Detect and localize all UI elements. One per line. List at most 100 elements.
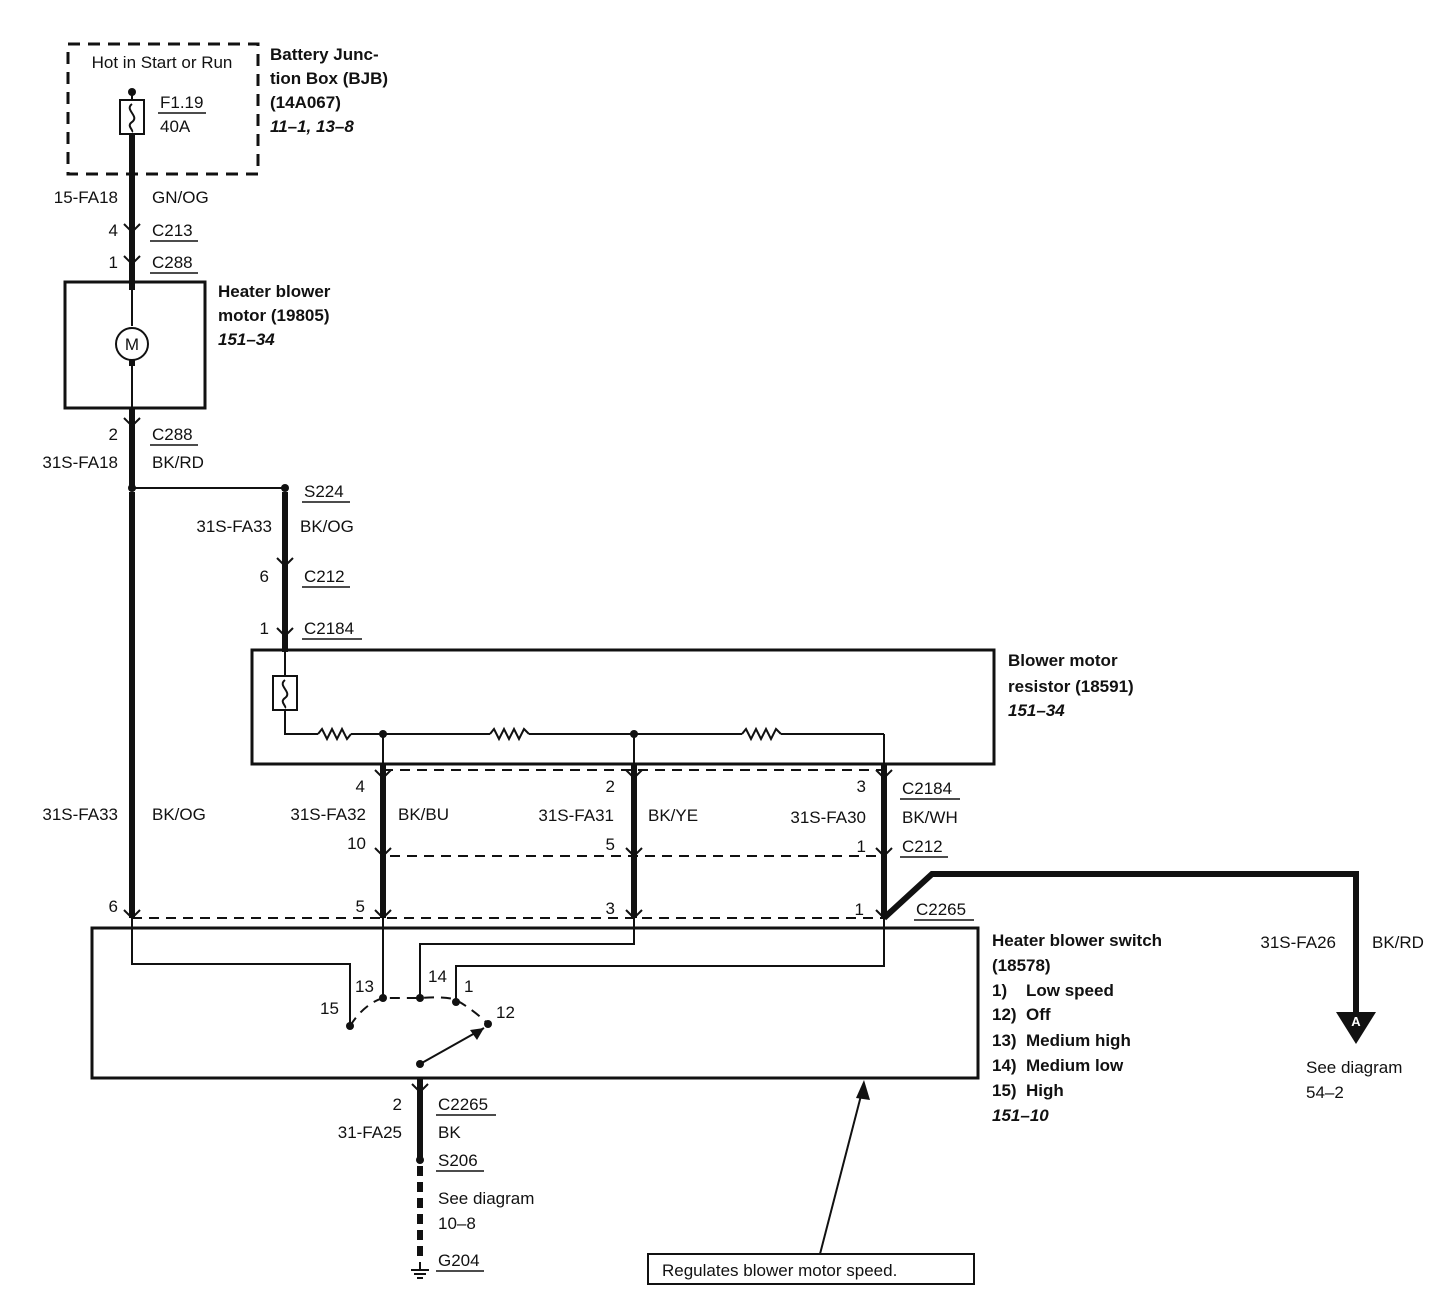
blower-motor-resistor [250,648,996,766]
connector-arrow-icon [123,255,141,266]
connector-pin: 3 [606,899,615,918]
callout-box [647,1253,975,1285]
motor-ref: 151–34 [218,330,275,349]
wire-circuit-label: 31S-FA33 [196,517,272,536]
connector-arrow-icon [875,847,893,858]
connector-pin: 3 [857,777,866,796]
connector-pin: 4 [109,221,118,240]
wire-bk-rd-offpage [881,871,1359,1018]
connector-pin: 2 [606,777,615,796]
motor-symbol: M [125,335,139,354]
bjb-title-1: Battery Junc- [270,45,379,64]
connector-arrow-icon [374,847,392,858]
ground-icon [411,1262,429,1279]
switch-terminal-13: 13 [355,977,374,996]
connector-pin: 6 [260,567,269,586]
heater-blower-switch: 15 13 14 1 12 [90,918,980,1080]
switch-title-1: Heater blower switch [992,931,1162,950]
connector-c2184-top: C2184 [304,619,354,638]
switch-terminal-15: 15 [320,999,339,1018]
connector-arrow-icon [276,557,294,568]
fuse-id: F1.19 [160,93,203,112]
wire-color-label: BK [438,1123,461,1142]
callout-text: Regulates blower motor speed. [662,1261,897,1280]
motor-title-2: motor (19805) [218,306,329,325]
splice-s224: S224 [304,482,344,501]
connector-pin: 2 [109,425,118,444]
resistor-title-1: Blower motor [1008,651,1118,670]
connector-pin: 10 [347,834,366,853]
wire-circuit-label: 31S-FA33 [42,805,118,824]
connector-pin: 5 [356,897,365,916]
connector-pin: 4 [356,777,365,796]
connector-pin: 1 [109,253,118,272]
wire-circuit-label: 31S-FA26 [1260,933,1336,952]
fuse-rating: 40A [160,117,191,136]
connector-c2265-bottom: C2265 [438,1095,488,1114]
connector-pin: 2 [393,1095,402,1114]
connector-arrow-icon [123,417,141,428]
switch-ref: 151–10 [992,1106,1049,1125]
connector-c2184-bottom: C2184 [902,779,952,798]
connector-pin: 6 [109,897,118,916]
switch-arc [349,996,489,1027]
connector-c2265-top: C2265 [916,900,966,919]
wire-color-label: BK/OG [300,517,354,536]
splice-s206: S206 [438,1151,478,1170]
callout-leader [819,1083,865,1255]
bjb-part: (14A067) [270,93,341,112]
position-num: 1) [992,981,1007,1000]
callout-arrow-icon [856,1080,870,1100]
wire-circuit-label: 31S-FA30 [790,808,866,827]
wire-circuit-label: 31S-FA31 [538,806,614,825]
ground-see-diagram[interactable]: See diagram [438,1189,534,1208]
wire-circuit-label: 31-FA25 [338,1123,402,1142]
switch-terminal-1: 1 [464,977,473,996]
ground-g204: G204 [438,1251,480,1270]
switch-terminal-14: 14 [428,967,447,986]
connector-arrow-icon [411,1083,429,1094]
connector-arrow-icon [276,627,294,638]
switch-terminal-12: 12 [496,1003,515,1022]
fuse-icon [128,103,136,133]
position-label: Off [1026,1005,1051,1024]
motor-title-1: Heater blower [218,282,331,301]
connector-arrow-icon [123,223,141,234]
offpage-diagram-ref: 54–2 [1306,1083,1344,1102]
connector-c213: C213 [152,221,193,240]
wire-color-label: BK/RD [1372,933,1424,952]
offpage-connector-a[interactable]: A [1336,1012,1376,1044]
bjb-ref: 11–1, 13–8 [270,117,354,136]
switch-position-list: 1) Low speed 12) Off 13) Medium high 14)… [992,981,1131,1100]
connector-pin: 5 [606,835,615,854]
wire-color-label: BK/RD [152,453,204,472]
switch-title-2: (18578) [992,956,1051,975]
resistor-icon [741,726,782,742]
wire-circuit-label: 31S-FA18 [42,453,118,472]
wire-color-label: BK/YE [648,806,698,825]
position-num: 13) [992,1031,1017,1050]
connector-pin: 1 [855,900,864,919]
resistor-title-2: resistor (18591) [1008,677,1134,696]
battery-junction-box: Hot in Start or Run F1.19 40A [66,42,260,176]
wire-circuit-label: 15-FA18 [54,188,118,207]
position-num: 12) [992,1005,1017,1024]
position-num: 15) [992,1081,1017,1100]
resistor-icon [489,726,530,742]
resistor-ref: 151–34 [1008,701,1065,720]
connector-pin: 1 [857,837,866,856]
connector-c288-bottom: C288 [152,425,193,444]
position-label: High [1026,1081,1064,1100]
connector-pin: 1 [260,619,269,638]
thermal-fuse-icon [281,679,289,709]
connector-c212-bottom: C212 [902,837,943,856]
offpage-see-diagram[interactable]: See diagram [1306,1058,1402,1077]
offpage-marker: A [1351,1014,1361,1029]
wire-color-label: BK/BU [398,805,449,824]
wire-color-label: GN/OG [152,188,209,207]
wire-color-label: BK/OG [152,805,206,824]
connector-c288-top: C288 [152,253,193,272]
bjb-hot-label: Hot in Start or Run [92,53,233,72]
connector-arrow-icon [625,847,643,858]
